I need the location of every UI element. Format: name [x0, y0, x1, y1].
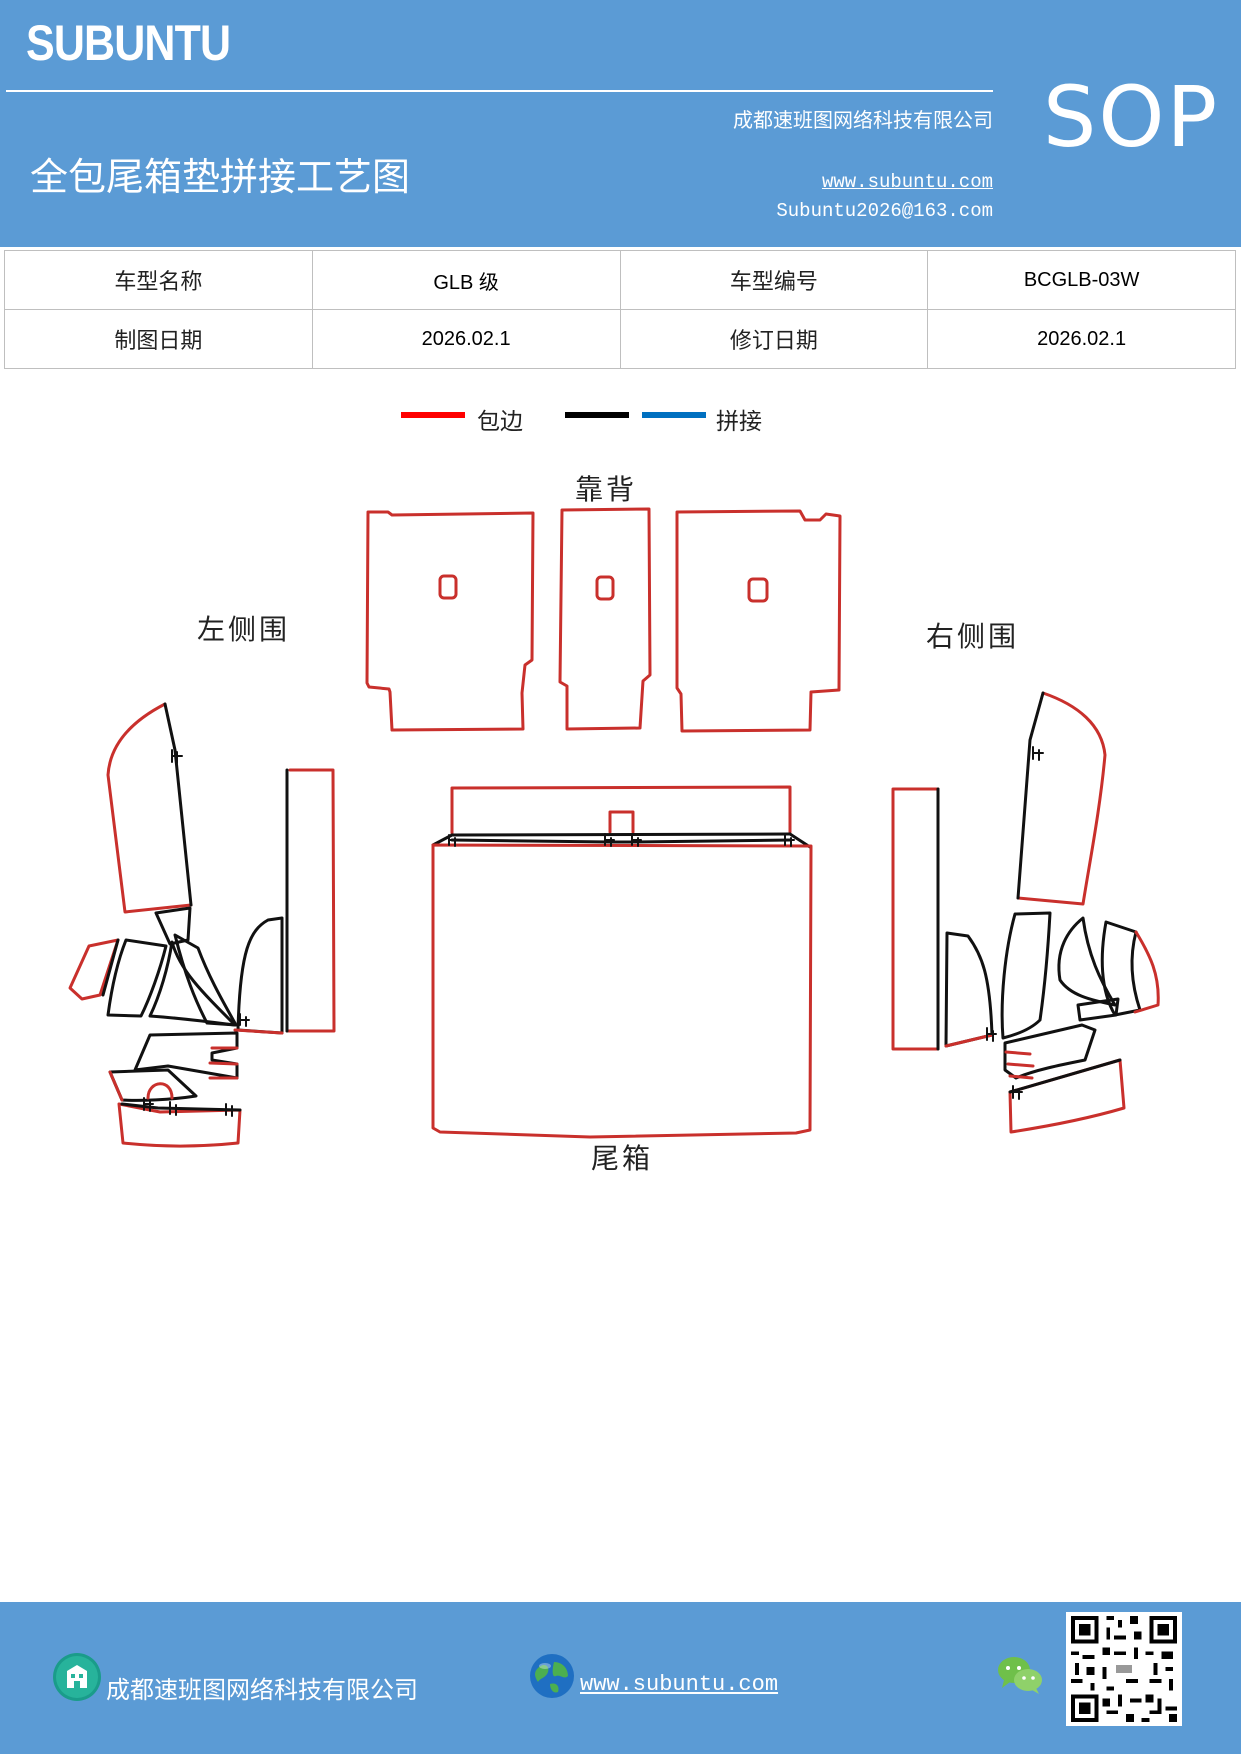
- trunk-top-strip: [450, 785, 792, 835]
- company-name: 成都速班图网络科技有限公司: [733, 108, 993, 132]
- document-title: 全包尾箱垫拼接工艺图: [30, 155, 411, 199]
- footer-company-name: 成都速班图网络科技有限公司: [106, 1676, 418, 1704]
- table-cell: 车型名称: [4, 250, 313, 310]
- brand-logo: SUBUNTU: [26, 15, 231, 71]
- right-base-edge: [1008, 1058, 1126, 1134]
- right-curve-piece: [1057, 916, 1117, 1007]
- vehicle-info-table: 车型名称 GLB 级 车型编号 BCGLB-03W 制图日期 2026.02.1…: [4, 250, 1236, 369]
- legend-swatch-seam-blue: [642, 412, 706, 418]
- left-mid-piece: [106, 938, 168, 1018]
- pattern-diagram: [68, 507, 1160, 1148]
- table-cell: BCGLB-03W: [927, 250, 1236, 310]
- label-backrest: 靠背: [575, 473, 638, 506]
- table-cell: 2026.02.1: [927, 309, 1236, 369]
- left-small-piece-edge: [68, 938, 120, 1001]
- website-link[interactable]: www.subuntu.com: [821, 171, 993, 193]
- trunk-top-notch: [608, 810, 635, 834]
- left-bottom-piece-seam: [108, 1068, 198, 1102]
- left-bottom-piece-edge: [108, 1070, 124, 1102]
- backrest-right-panel: [675, 509, 842, 733]
- left-column-piece: [236, 916, 284, 1035]
- header-divider: [6, 90, 993, 92]
- right-base-seam: [1008, 1058, 1122, 1094]
- left-wedge: [154, 906, 192, 946]
- footer-website-link[interactable]: www.subuntu.com: [580, 1672, 779, 1697]
- sop-badge: SOP: [1043, 68, 1220, 166]
- right-column-edge: [944, 1033, 994, 1048]
- right-side-panels: [891, 691, 1160, 1134]
- email-address: Subuntu2026@163.com: [776, 200, 993, 222]
- header-banner: SUBUNTU 成都速班图网络科技有限公司 全包尾箱垫拼接工艺图 www.sub…: [0, 0, 1241, 247]
- left-inner-piece: [173, 933, 238, 1027]
- legend-label-seam: 拼接: [716, 409, 762, 435]
- stop-mark: [448, 834, 459, 847]
- backrest-panels: [365, 507, 842, 733]
- right-top-panel-edge: [1016, 691, 1107, 906]
- wechat-icon: [998, 1657, 1042, 1694]
- right-inner-edge: [1133, 930, 1160, 1014]
- right-mid-piece: [1000, 911, 1052, 1040]
- left-base-edge: [117, 1102, 242, 1148]
- left-lower-piece: [133, 1031, 239, 1080]
- left-lower-edge: [208, 1046, 239, 1080]
- right-tab-piece: [1076, 997, 1120, 1022]
- table-cell: 2026.02.1: [311, 309, 621, 369]
- stop-mark: [169, 1101, 180, 1116]
- left-base-seam: [120, 1102, 242, 1112]
- stop-mark: [986, 1027, 997, 1042]
- legend-swatch-edge: [401, 412, 465, 418]
- trunk-main-panel: [431, 843, 813, 1139]
- stop-mark: [171, 749, 183, 764]
- backrest-center-slot: [595, 575, 615, 601]
- stop-mark: [143, 1097, 154, 1112]
- stop-mark: [604, 833, 615, 847]
- table-cell: GLB 级: [311, 250, 621, 310]
- backrest-left-slot: [438, 574, 458, 600]
- left-side-panels: [68, 702, 336, 1148]
- stop-mark: [1032, 746, 1044, 761]
- table-row: 车型名称 GLB 级 车型编号 BCGLB-03W: [4, 250, 1236, 310]
- table-row: 制图日期 2026.02.1 修订日期 2026.02.1: [4, 309, 1236, 369]
- qr-code: [1066, 1612, 1182, 1726]
- legend-swatch-seam-black: [565, 412, 629, 418]
- stop-mark: [631, 833, 642, 847]
- left-column-edge: [233, 1028, 284, 1035]
- globe-icon: [530, 1654, 574, 1698]
- trunk-seam-upper: [450, 832, 792, 837]
- left-curve-piece: [148, 940, 237, 1027]
- left-bottom-arc: [146, 1082, 174, 1100]
- right-column-piece: [944, 931, 994, 1048]
- label-left-side: 左侧围: [197, 613, 291, 646]
- backrest-right-slot: [747, 577, 769, 603]
- qr-code-pattern: [1067, 1612, 1181, 1726]
- right-inner-piece: [1100, 920, 1142, 1017]
- trunk-panels: [431, 785, 813, 1139]
- left-strip-edge: [285, 768, 336, 1033]
- left-small-piece-seam: [101, 938, 120, 997]
- right-lower-edge: [1004, 1050, 1035, 1080]
- table-cell: 车型编号: [619, 250, 929, 310]
- footer-banner: 成都速班图网络科技有限公司 www.subuntu.com: [0, 1602, 1241, 1754]
- building-icon: [53, 1653, 101, 1701]
- legend: 包边 拼接: [0, 400, 1241, 440]
- stop-mark: [239, 1013, 250, 1027]
- stop-mark: [225, 1103, 236, 1117]
- backrest-center-panel: [558, 507, 652, 731]
- label-trunk: 尾箱: [591, 1142, 654, 1175]
- right-top-panel-seam: [1016, 691, 1045, 900]
- backrest-left-panel: [365, 510, 535, 732]
- left-top-panel-edge: [106, 702, 193, 914]
- label-right-side: 右侧围: [926, 620, 1020, 653]
- table-cell: 修订日期: [619, 309, 929, 369]
- right-strip-edge: [891, 787, 940, 1051]
- stop-mark: [784, 833, 795, 847]
- stop-mark: [1012, 1085, 1023, 1100]
- left-top-panel-seam: [163, 702, 193, 907]
- legend-label-edge: 包边: [477, 409, 523, 435]
- table-cell: 制图日期: [4, 309, 313, 369]
